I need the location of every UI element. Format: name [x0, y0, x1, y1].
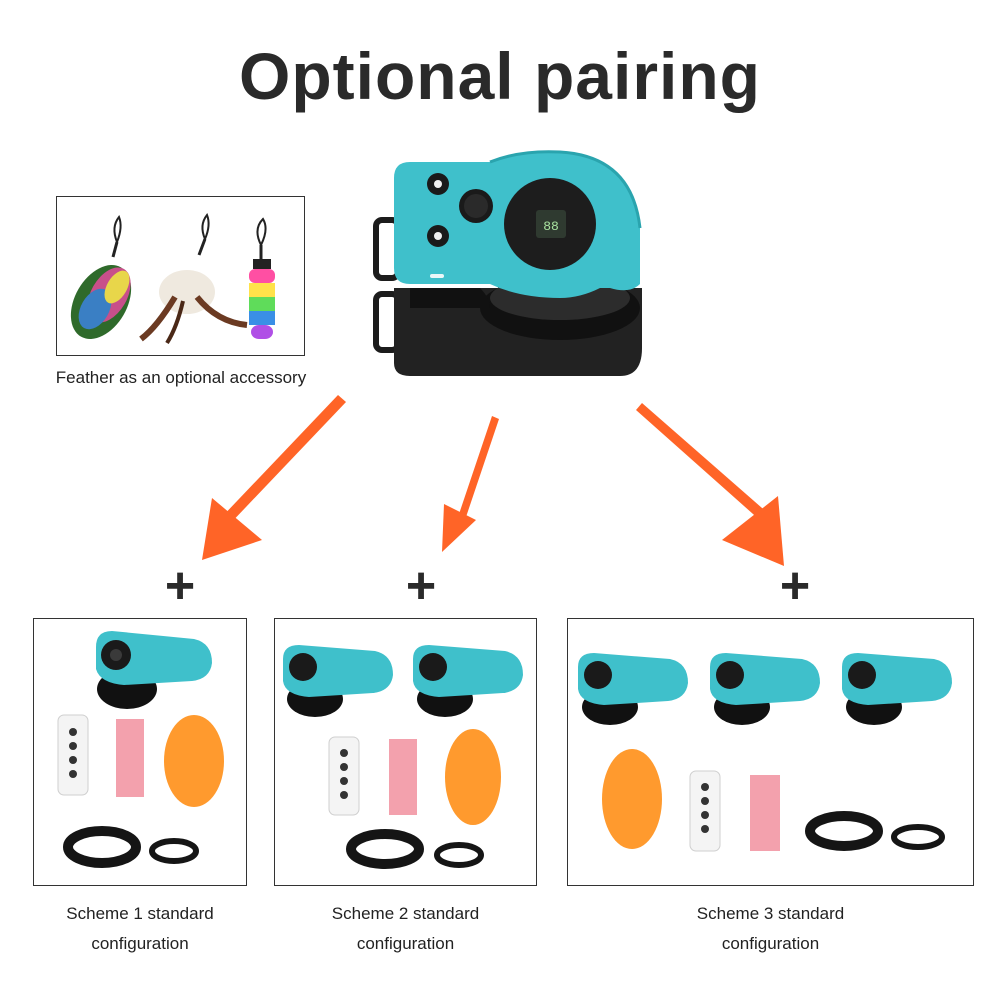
- feather-accessory-image: [56, 196, 305, 356]
- band-small-icon: [891, 824, 945, 850]
- remote-control-icon: [328, 736, 360, 816]
- clip-toy-icon: [283, 645, 393, 717]
- sticker-pad-icon: [750, 775, 780, 851]
- arrow-left-icon: [202, 395, 346, 560]
- band-large-icon: [346, 829, 424, 869]
- clip-toy-icon: [842, 653, 952, 725]
- scheme-1-caption-line1: Scheme 1 standard: [66, 904, 214, 923]
- scheme-2-caption-line1: Scheme 2 standard: [331, 904, 480, 923]
- band-small-icon: [434, 842, 484, 868]
- page-title: Optional pairing: [239, 39, 761, 113]
- scheme-2-box: [274, 618, 537, 886]
- scheme-1-caption: Scheme 1 standard configuration: [33, 899, 247, 959]
- scheme-2-caption: Scheme 2 standard configuration: [274, 899, 537, 959]
- plus-icon: +: [164, 557, 196, 615]
- scheme-3-caption: Scheme 3 standard configuration: [567, 899, 974, 959]
- scheme-1-caption-line2: configuration: [91, 934, 189, 953]
- scheme-3-caption-line1: Scheme 3 standard: [696, 904, 845, 923]
- band-large-icon: [63, 826, 141, 868]
- scheme-3-box: [567, 618, 974, 886]
- sticker-pad-icon: [116, 719, 144, 797]
- plus-icon: +: [779, 557, 811, 615]
- remote-control-icon: [57, 714, 89, 796]
- band-small-icon: [149, 838, 199, 864]
- arrow-right-icon: [636, 403, 784, 566]
- svg-text:88: 88: [543, 219, 559, 234]
- scheme-3-caption-line2: configuration: [721, 934, 820, 953]
- main-device-image: 88: [370, 148, 650, 388]
- feather-caption: Feather as an optional accessory: [55, 368, 307, 387]
- band-large-icon: [805, 811, 883, 851]
- yarn-ball-icon: [602, 749, 662, 849]
- clip-toy-icon: [710, 653, 820, 725]
- remote-control-icon: [689, 770, 721, 852]
- arrow-middle-icon: [442, 416, 499, 552]
- plus-icon: +: [405, 557, 437, 615]
- clip-toy-icon: [96, 631, 212, 709]
- yarn-ball-icon: [164, 715, 224, 807]
- scheme-1-box: [33, 618, 247, 886]
- clip-toy-icon: [578, 653, 688, 725]
- sticker-pad-icon: [389, 739, 417, 815]
- yarn-ball-icon: [445, 729, 501, 825]
- clip-toy-icon: [413, 645, 523, 717]
- scheme-2-caption-line2: configuration: [356, 934, 455, 953]
